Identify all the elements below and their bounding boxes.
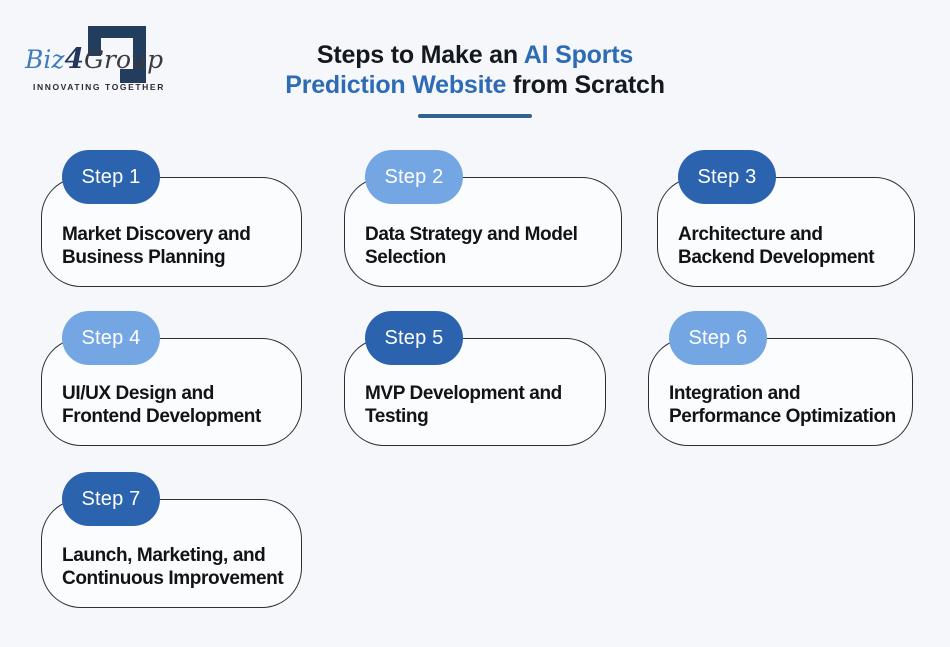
step-title-1: Market Discovery and Business Planning: [62, 223, 251, 269]
step-card-7: Step 7 Launch, Marketing, and Continuous…: [41, 472, 302, 608]
step-card-4: Step 4 UI/UX Design and Frontend Develop…: [41, 311, 302, 446]
step-title-2: Data Strategy and Model Selection: [365, 223, 578, 269]
step-title-3-line-1: Architecture and: [678, 224, 823, 245]
step-badge-5: Step 5: [365, 311, 463, 365]
step-badge-1-label: Step 1: [81, 165, 141, 188]
step-badge-3-label: Step 3: [697, 165, 757, 188]
step-title-6: Integration and Performance Optimization: [669, 382, 896, 428]
step-badge-1: Step 1: [62, 150, 160, 204]
step-card-6: Step 6 Integration and Performance Optim…: [648, 311, 913, 446]
title-line-1: Steps to Make an AI Sports: [0, 40, 950, 70]
title-line-2: Prediction Website from Scratch: [0, 70, 950, 100]
title-line1-blue: AI Sports: [523, 41, 634, 69]
step-badge-4-label: Step 4: [81, 326, 141, 349]
biz4group-logo-mark: [88, 26, 146, 83]
page-title: Steps to Make an AI Sports Prediction We…: [0, 40, 950, 100]
step-badge-3: Step 3: [678, 150, 776, 204]
step-card-1: Step 1 Market Discovery and Business Pla…: [41, 150, 302, 287]
step-badge-2-label: Step 2: [384, 165, 444, 188]
step-card-2: Step 2 Data Strategy and Model Selection: [344, 150, 622, 287]
step-title-4: UI/UX Design and Frontend Development: [62, 382, 261, 428]
step-badge-7: Step 7: [62, 472, 160, 526]
logo-word-4: 4: [64, 42, 85, 75]
title-underline: [418, 114, 532, 118]
step-badge-6: Step 6: [669, 311, 767, 365]
step-title-2-line-2: Selection: [365, 247, 446, 268]
step-card-5: Step 5 MVP Development and Testing: [344, 311, 606, 446]
step-title-7-line-2: Continuous Improvement: [62, 568, 284, 589]
step-card-3: Step 3 Architecture and Backend Developm…: [657, 150, 915, 287]
step-title-7: Launch, Marketing, and Continuous Improv…: [62, 544, 284, 590]
title-line1-dark: Steps to Make an: [316, 41, 524, 69]
biz4group-logo: Biz4Group INNOVATING TOGETHER: [25, 16, 175, 96]
step-badge-5-label: Step 5: [384, 326, 444, 349]
step-badge-7-label: Step 7: [81, 487, 141, 510]
step-badge-6-label: Step 6: [688, 326, 748, 349]
step-title-6-line-2: Performance Optimization: [669, 406, 896, 427]
step-title-1-line-2: Business Planning: [62, 247, 226, 268]
step-title-5-line-1: MVP Development and: [365, 383, 562, 404]
logo-word-group: Group: [84, 45, 164, 74]
step-title-4-line-2: Frontend Development: [62, 406, 261, 427]
logo-tagline: INNOVATING TOGETHER: [33, 82, 165, 92]
step-title-4-line-1: UI/UX Design and: [62, 383, 214, 404]
title-line2-blue: Prediction Website: [285, 71, 507, 99]
step-title-2-line-1: Data Strategy and Model: [365, 224, 578, 245]
step-title-3-line-2: Backend Development: [678, 247, 875, 268]
step-title-5-line-2: Testing: [365, 406, 429, 427]
logo-word-biz: Biz: [25, 45, 65, 74]
step-title-1-line-1: Market Discovery and: [62, 224, 251, 245]
step-title-7-line-1: Launch, Marketing, and: [62, 545, 266, 566]
title-line2-dark: from Scratch: [506, 71, 665, 99]
logo-wordmark: Biz4Group: [25, 44, 163, 75]
step-badge-2: Step 2: [365, 150, 463, 204]
step-title-3: Architecture and Backend Development: [678, 223, 875, 269]
step-title-5: MVP Development and Testing: [365, 382, 562, 428]
step-badge-4: Step 4: [62, 311, 160, 365]
step-title-6-line-1: Integration and: [669, 383, 801, 404]
